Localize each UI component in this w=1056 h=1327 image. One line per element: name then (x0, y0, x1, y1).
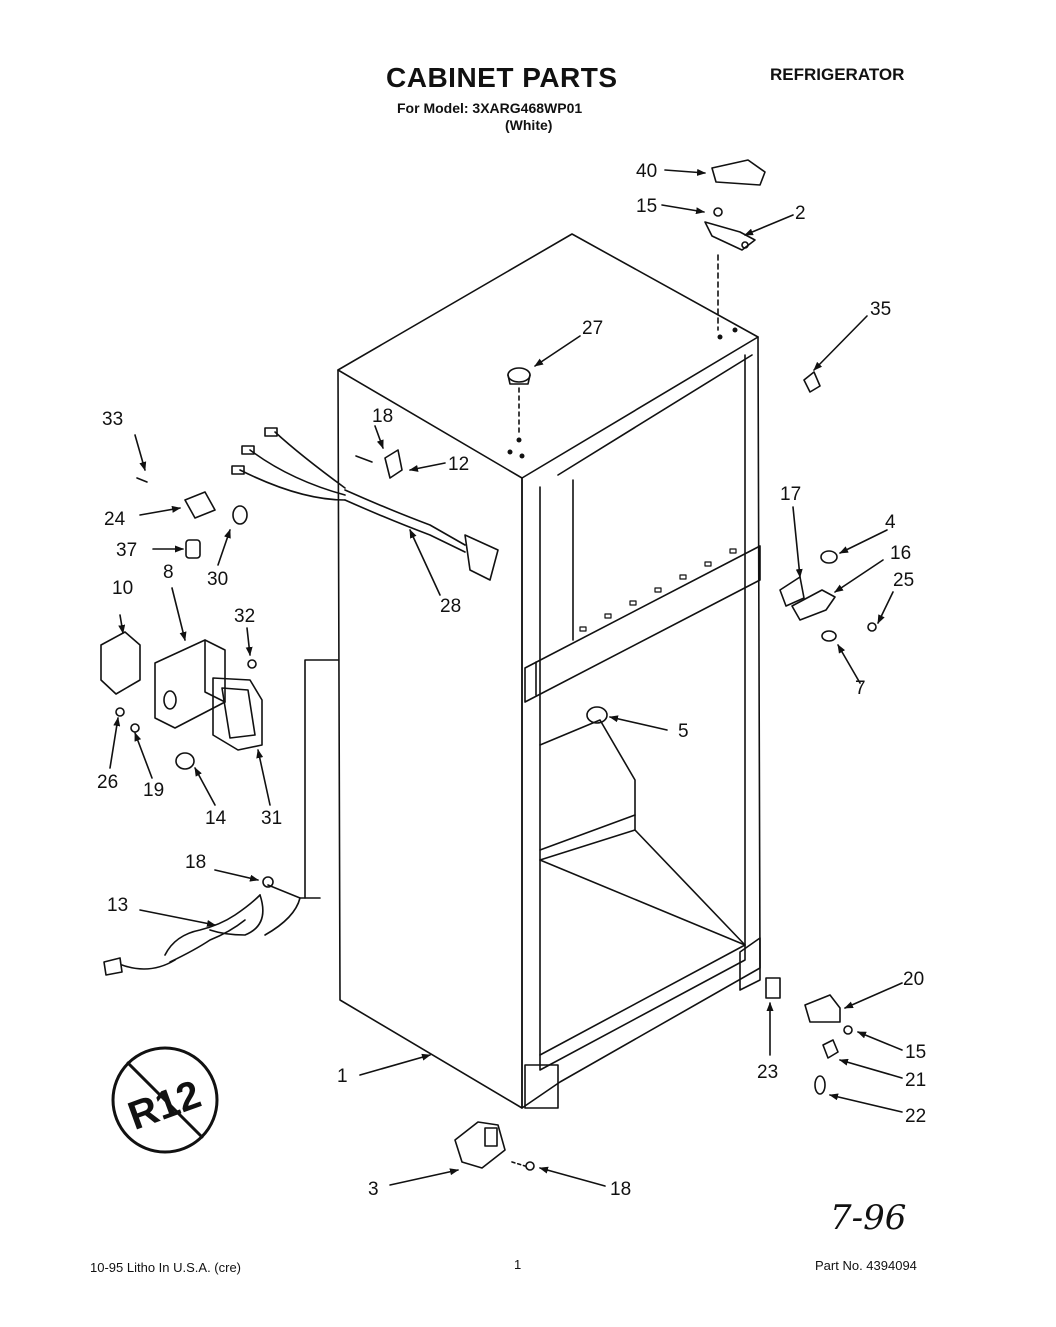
callout-20: 20 (903, 969, 924, 990)
handwritten-date: 7-96 (830, 1198, 907, 1238)
part-number: Part No. 4394094 (815, 1258, 917, 1273)
callout-10: 10 (112, 578, 133, 599)
callout-25: 25 (893, 570, 914, 591)
callout-15-bottom: 15 (905, 1042, 926, 1063)
callout-14: 14 (205, 808, 227, 829)
page-title: CABINET PARTS (386, 62, 618, 93)
bracket-clip-part (355, 449, 403, 479)
model-number: For Model: 3XARG468WP01 (397, 100, 583, 116)
thermostat-part (136, 477, 248, 559)
callout-24: 24 (104, 509, 126, 530)
callout-2: 2 (795, 203, 806, 224)
callout-28: 28 (440, 596, 461, 617)
callout-30: 30 (207, 569, 228, 590)
top-holes (507, 327, 738, 459)
callout-19: 19 (143, 780, 164, 801)
callout-18-leg: 18 (610, 1179, 631, 1200)
callout-1: 1 (337, 1066, 348, 1087)
callout-labels: 40 15 2 35 27 33 18 12 24 37 30 28 10 8 … (97, 161, 926, 1200)
callout-35: 35 (870, 299, 891, 320)
relay-part (100, 631, 141, 695)
callout-32: 32 (234, 606, 255, 627)
center-hinge-part (779, 550, 877, 642)
footer-print-info: 10-95 Litho In U.S.A. (cre) (90, 1260, 242, 1275)
callout-37: 37 (116, 540, 137, 561)
power-cord-part (103, 659, 339, 976)
callout-5: 5 (678, 721, 689, 742)
top-hinge-part (704, 207, 756, 331)
callout-15: 15 (636, 196, 657, 217)
callout-16: 16 (890, 543, 911, 564)
compressor-bracket-part (115, 639, 263, 770)
callout-8: 8 (163, 562, 174, 583)
page-number: 1 (514, 1257, 522, 1272)
callout-33: 33 (102, 409, 123, 430)
cabinet-body (337, 233, 761, 1109)
bottom-hinge-part (765, 977, 853, 1095)
door-stop-part (586, 706, 608, 724)
callout-3: 3 (368, 1179, 379, 1200)
callout-21: 21 (905, 1070, 926, 1091)
callout-7: 7 (855, 678, 866, 699)
callout-4: 4 (885, 512, 896, 533)
callout-12: 12 (448, 454, 469, 475)
model-color: (White) (505, 117, 553, 133)
rail-holes (579, 548, 737, 632)
callout-18-cord: 18 (185, 852, 206, 873)
callout-13: 13 (107, 895, 128, 916)
wiring-harness-part (231, 427, 499, 581)
callout-22: 22 (905, 1106, 926, 1127)
plug-button-part (507, 367, 531, 433)
hinge-shim-part (803, 371, 821, 393)
no-r12-badge (111, 1046, 219, 1154)
callout-leaders (109, 168, 903, 1187)
callout-31: 31 (261, 808, 282, 829)
callout-40: 40 (636, 161, 657, 182)
callout-26: 26 (97, 772, 118, 793)
callout-17: 17 (780, 484, 801, 505)
appliance-type: REFRIGERATOR (770, 65, 905, 84)
hinge-cover-part (711, 159, 766, 186)
callout-18: 18 (372, 406, 393, 427)
callout-27: 27 (582, 318, 603, 339)
leveling-leg-part (454, 1121, 535, 1171)
callout-23: 23 (757, 1062, 778, 1083)
